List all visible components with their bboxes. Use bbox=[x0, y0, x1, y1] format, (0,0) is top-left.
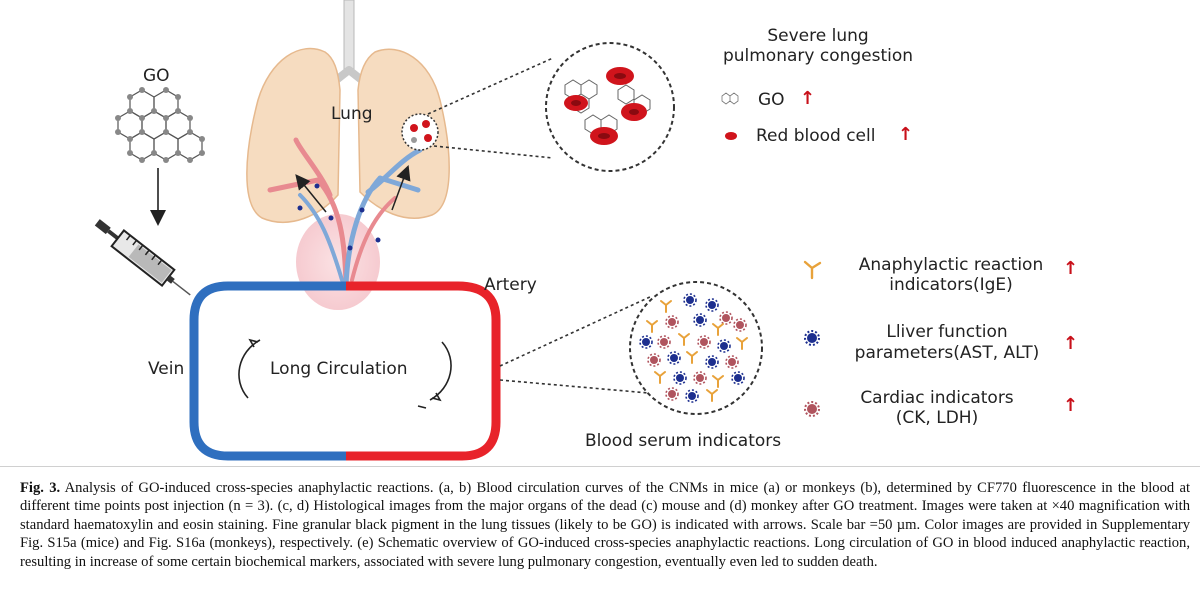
liver-particle-ring bbox=[693, 313, 707, 327]
liver-line2: parameters(AST, ALT) bbox=[854, 343, 1040, 363]
ige-particle bbox=[660, 300, 672, 313]
syringe-icon bbox=[94, 219, 191, 296]
cardiac-particle bbox=[696, 374, 704, 382]
cardiac-particle-ring bbox=[647, 353, 661, 367]
go-molecule-icon bbox=[117, 89, 203, 161]
liver-particle-ring bbox=[639, 335, 653, 349]
cardiac-particle bbox=[728, 358, 736, 366]
schematic-svg bbox=[94, 0, 822, 461]
lung-zoom-dots bbox=[401, 113, 439, 151]
liver-particle-ring bbox=[667, 351, 681, 365]
go-label: GO bbox=[143, 66, 170, 86]
liver-particle-ring bbox=[717, 339, 731, 353]
cardiac-particle bbox=[668, 390, 676, 398]
ige-particle bbox=[686, 351, 698, 364]
cardiac-particle-ring bbox=[657, 335, 671, 349]
cardiac-particle-ring bbox=[733, 318, 747, 332]
liver-particle-ring bbox=[673, 371, 687, 385]
cardiac-particle bbox=[736, 321, 744, 329]
liver-particle bbox=[696, 316, 704, 324]
anaphylactic-up-arrow: ↑ bbox=[1063, 258, 1079, 279]
ige-particle bbox=[654, 371, 666, 384]
legend-cardiac-icon bbox=[804, 401, 820, 417]
serum-zoom-circle bbox=[629, 281, 763, 415]
lung-label: Lung bbox=[331, 104, 373, 124]
ige-particle bbox=[678, 333, 690, 346]
severe-congestion-line1: Severe lung bbox=[767, 26, 869, 46]
cardiac-particle-ring bbox=[665, 315, 679, 329]
legend-rbc-icon bbox=[725, 132, 737, 140]
legend-go-label: GO bbox=[758, 90, 785, 110]
caption-separator bbox=[0, 466, 1200, 467]
liver-particle bbox=[720, 342, 728, 350]
schematic-figure: GO Lung Artery Vein Long Circulation Sev… bbox=[94, 0, 1079, 461]
cardiac-particle bbox=[700, 338, 708, 346]
liver-particle bbox=[676, 374, 684, 382]
legend-go-up-arrow: ↑ bbox=[800, 88, 816, 109]
liver-particle bbox=[670, 354, 678, 362]
circulation-arrows bbox=[238, 338, 452, 409]
figure-caption: Fig. 3. Analysis of GO-induced cross-spe… bbox=[20, 479, 1190, 571]
liver-particle-ring bbox=[705, 298, 719, 312]
ige-particle bbox=[712, 375, 724, 388]
cardiac-particle-ring bbox=[725, 355, 739, 369]
ige-particle bbox=[646, 320, 658, 333]
liver-particle-ring bbox=[683, 293, 697, 307]
anaphylactic-line2: indicators(IgE) bbox=[889, 275, 1013, 295]
cardiac-particle-ring bbox=[693, 371, 707, 385]
ige-particle bbox=[712, 323, 724, 336]
liver-particle-ring bbox=[731, 371, 745, 385]
serum-particles bbox=[639, 293, 748, 403]
cardiac-particle bbox=[722, 314, 730, 322]
liver-particle bbox=[708, 301, 716, 309]
long-circulation-label: Long Circulation bbox=[270, 359, 408, 379]
liver-particle bbox=[642, 338, 650, 346]
legend-ige-icon bbox=[803, 260, 822, 280]
cardiac-particle bbox=[650, 356, 658, 364]
cardiac-up-arrow: ↑ bbox=[1063, 395, 1079, 416]
caption-text: Analysis of GO-induced cross-species ana… bbox=[20, 480, 1191, 570]
liver-line1: Lliver function bbox=[886, 322, 1008, 342]
legend-rbc-label: Red blood cell bbox=[756, 126, 876, 146]
cardiac-particle-ring bbox=[719, 311, 733, 325]
severe-congestion-line2: pulmonary congestion bbox=[722, 46, 914, 66]
cardiac-particle-ring bbox=[697, 335, 711, 349]
liver-particle bbox=[686, 296, 694, 304]
cardiac-line2: (CK, LDH) bbox=[895, 408, 979, 428]
go-atoms bbox=[115, 87, 205, 163]
legend-liver-icon bbox=[804, 330, 820, 346]
liver-particle-ring bbox=[685, 389, 699, 403]
liver-particle bbox=[708, 358, 716, 366]
legend-go-icon bbox=[721, 92, 739, 105]
cardiac-particle bbox=[668, 318, 676, 326]
vein-label: Vein bbox=[148, 359, 185, 379]
cardiac-particle bbox=[660, 338, 668, 346]
cardiac-line1: Cardiac indicators bbox=[860, 388, 1014, 408]
cardiac-particle-ring bbox=[665, 387, 679, 401]
serum-label: Blood serum indicators bbox=[585, 431, 782, 451]
anaphylactic-line1: Anaphylactic reaction bbox=[858, 255, 1044, 275]
lung-zoom-connector bbox=[427, 57, 554, 159]
liver-particle bbox=[688, 392, 696, 400]
circulation-loop bbox=[189, 281, 501, 461]
serum-zoom-connector bbox=[499, 295, 661, 395]
artery-label: Artery bbox=[484, 275, 537, 295]
ige-particle bbox=[736, 337, 748, 350]
flow-arrow-right bbox=[391, 164, 411, 211]
ige-particle bbox=[706, 389, 718, 402]
liver-particle bbox=[734, 374, 742, 382]
liver-up-arrow: ↑ bbox=[1063, 333, 1079, 354]
liver-particle-ring bbox=[705, 355, 719, 369]
caption-label: Fig. 3. bbox=[20, 480, 61, 496]
legend-rbc-up-arrow: ↑ bbox=[898, 124, 914, 145]
lung-zoom-circle bbox=[545, 42, 675, 172]
flow-arrow-left bbox=[295, 174, 327, 213]
